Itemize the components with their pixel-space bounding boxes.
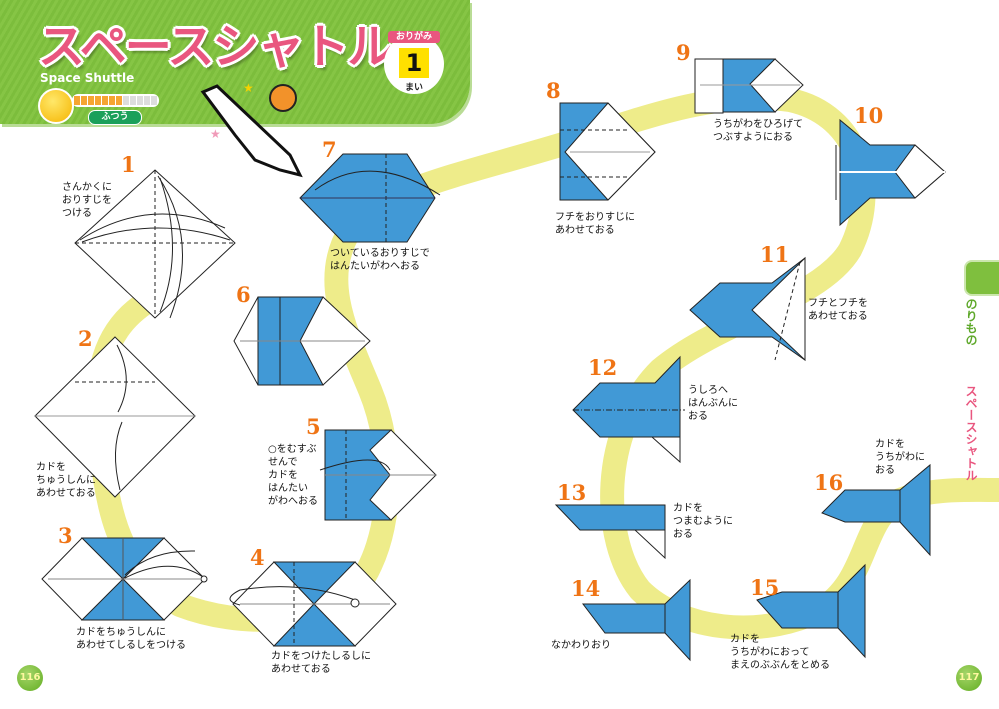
difficulty-segment: [130, 96, 136, 105]
step-number: 1: [121, 152, 136, 177]
step-instruction: うちがわをひろげて つぶすようにおる: [713, 119, 803, 143]
svg-text:★: ★: [210, 127, 221, 141]
step-number: 4: [250, 545, 265, 570]
step-number: 8: [546, 78, 561, 103]
difficulty-segment: [109, 96, 115, 105]
difficulty-segment: [74, 96, 80, 105]
step-13-diagram: [554, 504, 666, 560]
step-number: 7: [322, 137, 337, 162]
step-10-diagram: [835, 118, 946, 227]
difficulty-segment: [88, 96, 94, 105]
step-number: 2: [78, 326, 93, 351]
difficulty-segment: [151, 96, 157, 105]
difficulty-label: ふつう: [88, 110, 142, 125]
difficulty-segment: [95, 96, 101, 105]
difficulty-segment: [144, 96, 150, 105]
step-number: 3: [58, 523, 73, 548]
step-11-diagram: [689, 256, 806, 362]
page-number-right: 117: [956, 665, 982, 691]
step-instruction: カドをちゅうしんに あわせてしるしをつける: [76, 627, 186, 651]
difficulty-meter: [72, 94, 159, 107]
badge-ribbon: おりがみ: [388, 31, 440, 43]
step-instruction: フチをおりすじに あわせておる: [555, 212, 635, 236]
step-6-diagram: [233, 296, 371, 386]
side-category: のりもの: [964, 298, 978, 346]
step-number: 16: [814, 470, 844, 495]
step-9-diagram: [694, 58, 804, 114]
step-instruction: ついているおりすじで はんたいがわへおる: [330, 248, 430, 272]
space-shuttle-illustration-icon: ★ ★: [200, 81, 303, 178]
step-instruction: ○をむすぶ せんで カドを はんたい がわへおる: [268, 444, 318, 507]
step-15-diagram: [756, 563, 866, 659]
step-number: 13: [557, 480, 587, 505]
chapter-tab[interactable]: [964, 260, 999, 296]
step-3-diagram: [41, 537, 208, 621]
step-instruction: カドを つまむように おる: [673, 503, 733, 540]
step-instruction: さんかくに おりすじを つける: [62, 182, 112, 219]
page-subtitle: Space Shuttle: [40, 71, 135, 85]
step-number: 15: [750, 575, 780, 600]
step-number: 10: [854, 103, 884, 128]
step-instruction: カドを うちがわにおって まえのぶぶんをとめる: [730, 634, 830, 671]
difficulty-segment: [137, 96, 143, 105]
side-title: スペースシャトル: [964, 385, 978, 481]
svg-text:★: ★: [243, 81, 254, 95]
step-instruction: うしろへ はんぶんに おる: [688, 385, 738, 422]
flow-path: [86, 85, 999, 640]
difficulty-segment: [123, 96, 129, 105]
step-number: 6: [236, 282, 251, 307]
step-7-diagram: [299, 153, 441, 243]
step-instruction: なかわりおり: [551, 640, 611, 651]
step-instruction: カドをつけたしるしに あわせておる: [271, 651, 371, 675]
page-number-left: 116: [17, 665, 43, 691]
step-instruction: カドを ちゅうしんに あわせておる: [36, 462, 96, 499]
step-14-diagram: [581, 578, 691, 662]
step-12-diagram: [572, 355, 685, 464]
step-5-diagram: [319, 429, 437, 521]
badge-count: 1: [399, 48, 429, 78]
step-4-diagram: [229, 561, 397, 647]
step-instruction: カドを うちがわに おる: [875, 439, 925, 476]
step-number: 11: [760, 242, 790, 267]
difficulty-segment: [116, 96, 122, 105]
step-number: 14: [571, 576, 601, 601]
step-8-diagram: [559, 102, 656, 201]
smiley-face-icon: [38, 88, 74, 124]
step-16-diagram: [821, 463, 931, 557]
difficulty-segment: [102, 96, 108, 105]
badge-unit: まい: [404, 83, 423, 93]
step-instruction: フチとフチを あわせておる: [808, 298, 868, 322]
step-number: 9: [676, 40, 691, 65]
step-number: 5: [306, 414, 321, 439]
page-title: スペースシャトル: [38, 20, 394, 75]
difficulty-segment: [81, 96, 87, 105]
step-1-diagram: [74, 169, 236, 319]
step-2-diagram: [34, 336, 196, 498]
step-number: 12: [588, 355, 618, 380]
